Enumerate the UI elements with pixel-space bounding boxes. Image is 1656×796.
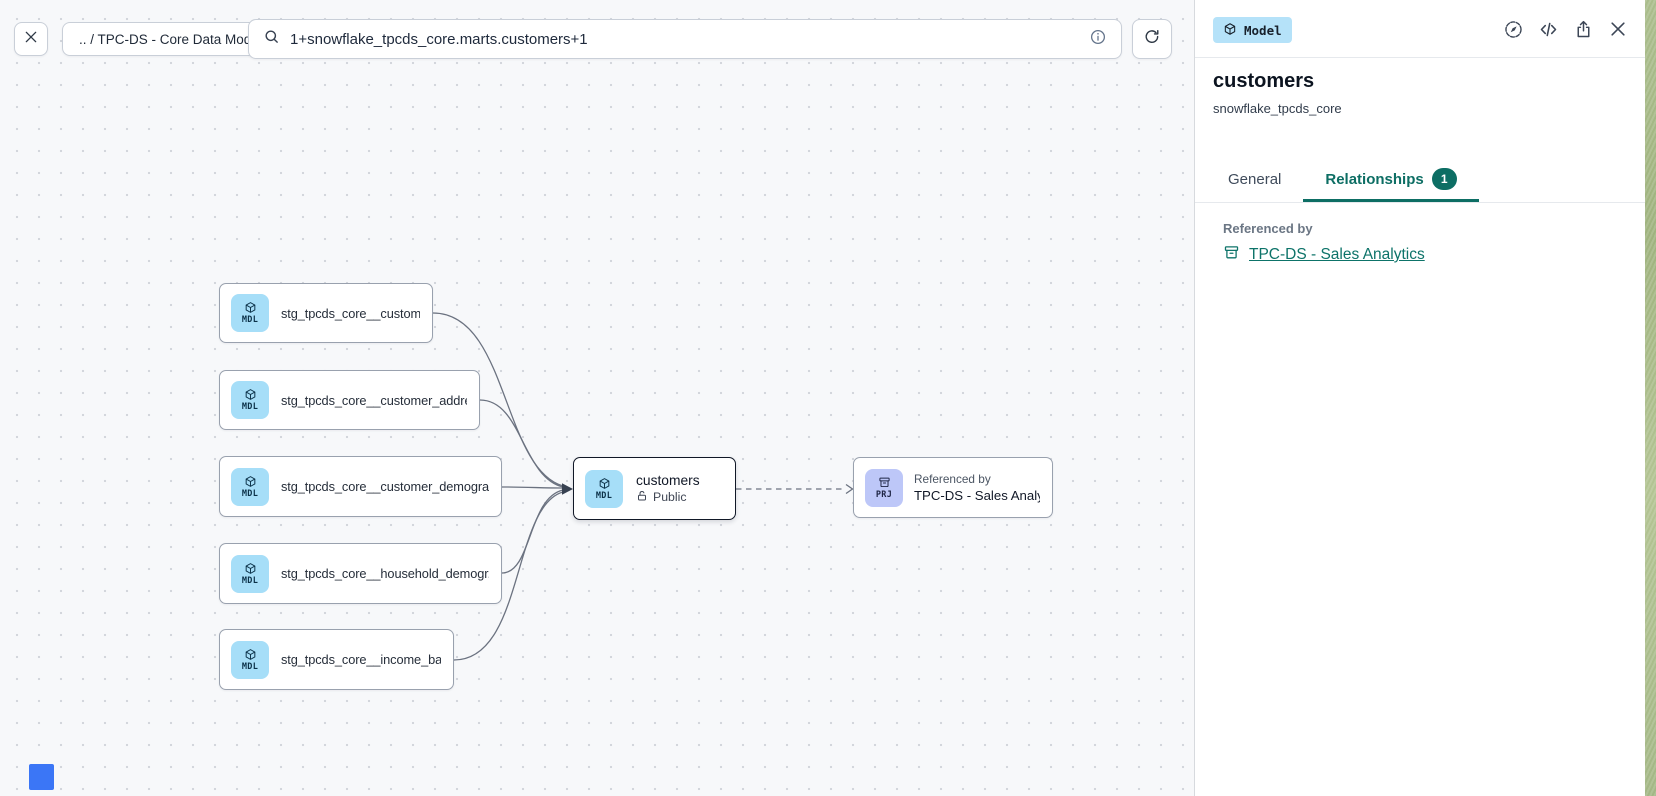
lineage-canvas[interactable]: .. / TPC-DS - Core Data Models 1+snowfla… [0, 0, 1194, 796]
canvas-blue-marker [29, 764, 54, 790]
search-icon [263, 28, 280, 50]
panel-title: customers [1213, 70, 1315, 92]
relationships-count-badge: 1 [1431, 168, 1457, 190]
reference-link-tpcds-sales-analytics[interactable]: TPC-DS - Sales Analytics [1223, 244, 1425, 266]
model-cube-icon: MDL [231, 467, 269, 506]
details-panel: Model customers snowflake_tpcds_core Gen… [1194, 0, 1645, 796]
node-label: stg_tpcds_core__customer [281, 305, 420, 321]
node-stg-tpcds-core-customer-address[interactable]: MDL stg_tpcds_core__customer_address [219, 370, 480, 430]
node-title: TPC-DS - Sales Analytics [914, 488, 1040, 503]
tab-general[interactable]: General [1206, 158, 1303, 202]
project-archive-icon [1223, 244, 1240, 266]
share-icon[interactable] [1572, 18, 1594, 40]
node-label: stg_tpcds_core__household_demogr... [281, 566, 489, 581]
code-icon[interactable] [1537, 18, 1559, 40]
refresh-lineage-button[interactable] [1132, 19, 1172, 59]
node-customers-selected[interactable]: MDL customers Public [573, 457, 736, 520]
node-label: stg_tpcds_core__income_band [281, 652, 441, 667]
node-stg-tpcds-core-household-demographics[interactable]: MDL stg_tpcds_core__household_demogr... [219, 543, 502, 604]
close-panel-icon[interactable] [1607, 18, 1629, 40]
panel-header-divider [1195, 57, 1645, 58]
referenced-by-label: Referenced by [1223, 221, 1313, 236]
lineage-selector-input[interactable]: 1+snowflake_tpcds_core.marts.customers+1 [248, 19, 1122, 59]
project-archive-icon: PRJ [865, 468, 903, 507]
model-cube-icon: MDL [231, 381, 269, 419]
panel-subtitle: snowflake_tpcds_core [1213, 101, 1342, 116]
node-label: stg_tpcds_core__customer_address [281, 392, 467, 408]
lineage-edges [432, 312, 854, 661]
node-stg-tpcds-core-customer-demographics[interactable]: MDL stg_tpcds_core__customer_demogra... [219, 456, 502, 517]
info-icon[interactable] [1089, 28, 1107, 51]
node-caption: Referenced by [914, 472, 991, 486]
node-kind-label: MDL [595, 490, 613, 501]
resource-type-badge: Model [1213, 17, 1292, 43]
node-visibility-label: Public [653, 490, 687, 504]
tab-relationships[interactable]: Relationships 1 [1303, 158, 1478, 202]
model-cube-icon [1223, 22, 1237, 39]
search-query-text: 1+snowflake_tpcds_core.marts.customers+1 [290, 30, 588, 48]
node-kind-label: MDL [241, 402, 259, 412]
node-stg-tpcds-core-income-band[interactable]: MDL stg_tpcds_core__income_band [219, 629, 454, 690]
panel-tabs: General Relationships 1 [1195, 158, 1645, 203]
node-stg-tpcds-core-customer[interactable]: MDL stg_tpcds_core__customer [219, 283, 433, 343]
tab-relationships-label: Relationships [1325, 170, 1424, 188]
node-kind-label: PRJ [875, 489, 893, 500]
desktop-wallpaper-strip [1645, 0, 1656, 796]
node-kind-label: MDL [241, 488, 259, 499]
reference-link-label: TPC-DS - Sales Analytics [1249, 246, 1425, 263]
public-lock-icon [636, 490, 648, 505]
model-cube-icon: MDL [231, 640, 269, 679]
node-label: stg_tpcds_core__customer_demogra... [281, 479, 489, 494]
node-kind-label: MDL [241, 315, 259, 325]
close-icon [23, 29, 39, 50]
model-cube-icon: MDL [231, 554, 269, 593]
node-kind-label: MDL [241, 575, 259, 586]
tab-general-label: General [1228, 170, 1282, 188]
refresh-icon [1143, 28, 1161, 51]
node-title: customers [636, 472, 700, 488]
model-cube-icon: MDL [231, 294, 269, 332]
node-kind-label: MDL [241, 661, 259, 672]
node-tpcds-sales-analytics[interactable]: PRJ Referenced by TPC-DS - Sales Analyti… [853, 457, 1053, 518]
breadcrumb-label: .. / TPC-DS - Core Data Models [79, 31, 269, 47]
model-cube-icon: MDL [585, 469, 623, 508]
close-lineage-button[interactable] [14, 22, 48, 56]
explore-compass-icon[interactable] [1502, 18, 1524, 40]
resource-type-label: Model [1244, 22, 1282, 38]
